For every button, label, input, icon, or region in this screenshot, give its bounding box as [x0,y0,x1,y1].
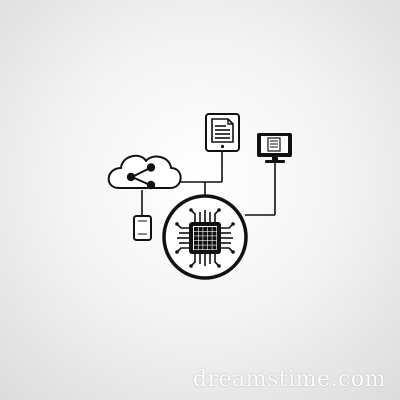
chip-grid [194,227,217,250]
chip-pin-pads [175,208,235,268]
document-tablet-icon [205,113,240,152]
watermark: dreamstime.com [192,367,386,392]
share-icon [126,163,156,190]
chip-pins [176,209,234,267]
desktop-monitor-icon [257,133,292,163]
cloud-share-icon [107,154,182,190]
cpu-chip-icon [162,194,248,280]
smartphone-icon [133,215,152,241]
